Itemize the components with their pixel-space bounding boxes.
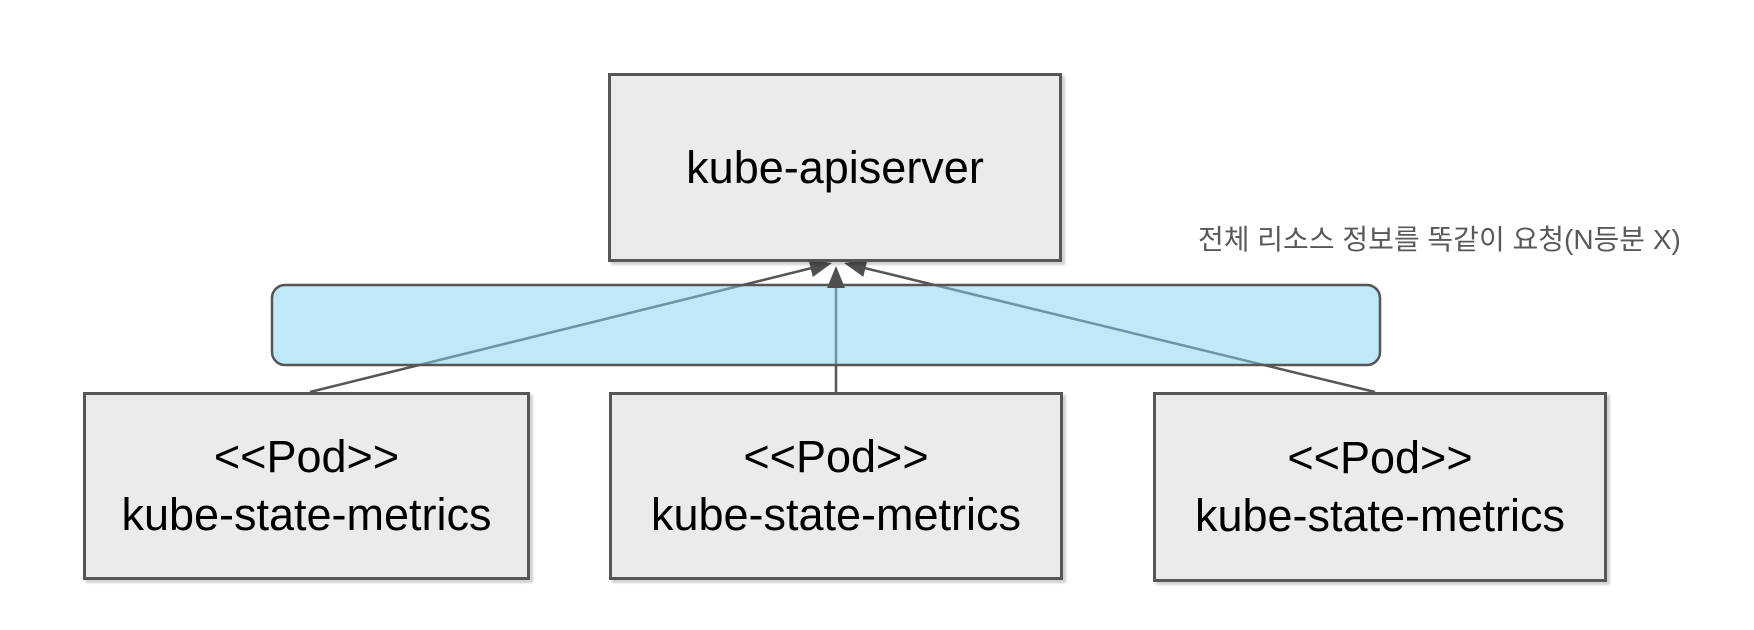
node-kube-state-metrics-3: <<Pod>> kube-state-metrics bbox=[1153, 392, 1607, 582]
node-kube-state-metrics-2: <<Pod>> kube-state-metrics bbox=[609, 392, 1063, 580]
pod-label: kube-state-metrics bbox=[1194, 490, 1566, 541]
arrowhead-pod1 bbox=[808, 259, 832, 277]
node-kube-state-metrics-1: <<Pod>> kube-state-metrics bbox=[83, 392, 530, 580]
node-kube-apiserver: kube-apiserver bbox=[608, 73, 1062, 262]
pod-stereotype: <<Pod>> bbox=[743, 431, 929, 483]
pod-label: kube-state-metrics bbox=[650, 489, 1022, 540]
highlight-band-border bbox=[270, 283, 1382, 367]
arrowhead-pod3 bbox=[844, 259, 868, 277]
node-kube-apiserver-label: kube-apiserver bbox=[686, 141, 984, 193]
pod-label: kube-state-metrics bbox=[121, 489, 492, 540]
pod-stereotype: <<Pod>> bbox=[213, 431, 400, 483]
pod-stereotype: <<Pod>> bbox=[1287, 432, 1473, 484]
annotation-request-note: 전체 리소스 정보를 똑같이 요청(N등분 X) bbox=[1198, 224, 1681, 255]
highlight-band bbox=[272, 285, 1380, 365]
arrowhead-pod2 bbox=[827, 266, 845, 288]
